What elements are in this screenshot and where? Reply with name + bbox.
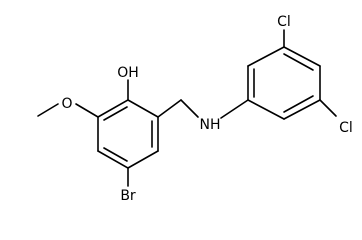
ring-bond-r2-r3 (247, 46, 285, 67)
atom-label-bromine: Br (120, 188, 136, 204)
ring-bond-c6-c1-inner (103, 106, 128, 121)
bond-o-methyl (37, 103, 59, 117)
ring-bond-c1-c2 (127, 99, 159, 118)
right-benzene-ring (220, 29, 337, 120)
left-ring-substituents (37, 79, 199, 187)
atom-label-methoxy-oxygen: O (61, 96, 72, 112)
left-benzene-ring (97, 99, 159, 169)
bond-n-c1r (220, 99, 249, 119)
ring-bond-r3-r4-inner (283, 53, 314, 71)
ring-bond-c3-c4 (127, 150, 159, 169)
ring-bond-r3-r4 (283, 46, 321, 67)
atom-label-chlorine-right: Cl (339, 120, 353, 136)
ring-bond-c4-c5 (97, 150, 129, 169)
ring-bond-c6-c1 (97, 99, 129, 118)
bond-ch2-n (180, 99, 199, 118)
atom-label-hydroxyl: OH (117, 65, 139, 81)
ring-bond-r6-r1 (247, 99, 285, 120)
bond-c2-ch2 (157, 99, 182, 118)
bond-c6-o-methoxy (75, 103, 99, 118)
atom-label-amine: NH (200, 117, 221, 133)
ring-bond-r5-r6 (283, 99, 321, 120)
bond-r5-cl (319, 99, 337, 117)
atom-labels: OH O Br NH Cl Cl (61, 14, 352, 204)
ring-bond-c4-c5-inner (103, 147, 128, 162)
ring-bond-r5-r6-inner (283, 95, 314, 113)
atom-label-chlorine-top: Cl (277, 14, 291, 30)
